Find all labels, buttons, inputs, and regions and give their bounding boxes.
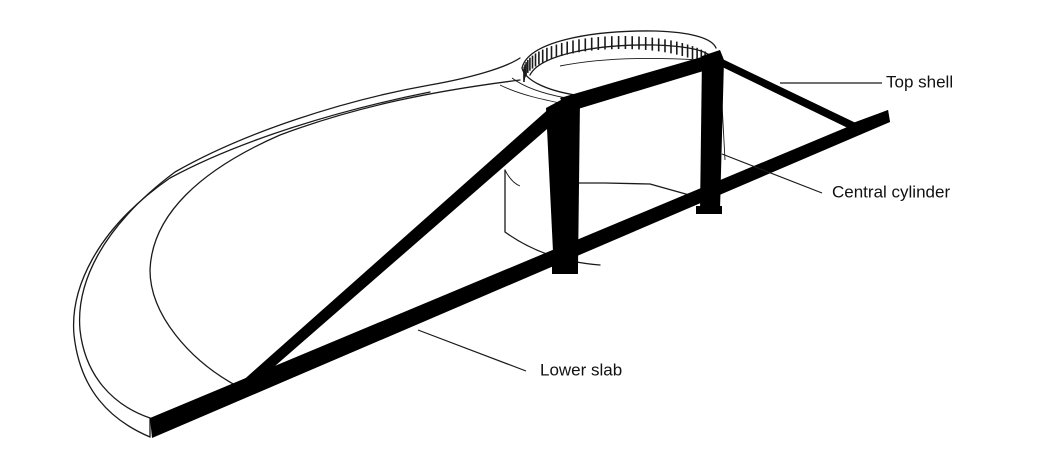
label-lower-slab: Lower slab [540,360,622,379]
frame-beam-front-bottom [150,110,890,438]
leader-central-cylinder [721,153,823,194]
frame-base-left [552,266,578,274]
leader-lines [417,82,882,372]
steel-frame [150,50,890,438]
frame-end-right [850,110,890,134]
frame-beam-top-right [712,54,858,130]
frame-base-right [696,206,722,214]
leader-lower-slab [417,329,527,372]
top-shell-ring [521,30,721,96]
label-top-shell: Top shell [886,72,953,91]
frame-post-left [546,94,580,272]
frame-beam-top [560,54,720,112]
label-central-cylinder: Central cylinder [832,182,950,201]
lower-slab-body [72,57,567,438]
frame-post-right [700,50,724,212]
frame-brace-left [230,106,562,393]
